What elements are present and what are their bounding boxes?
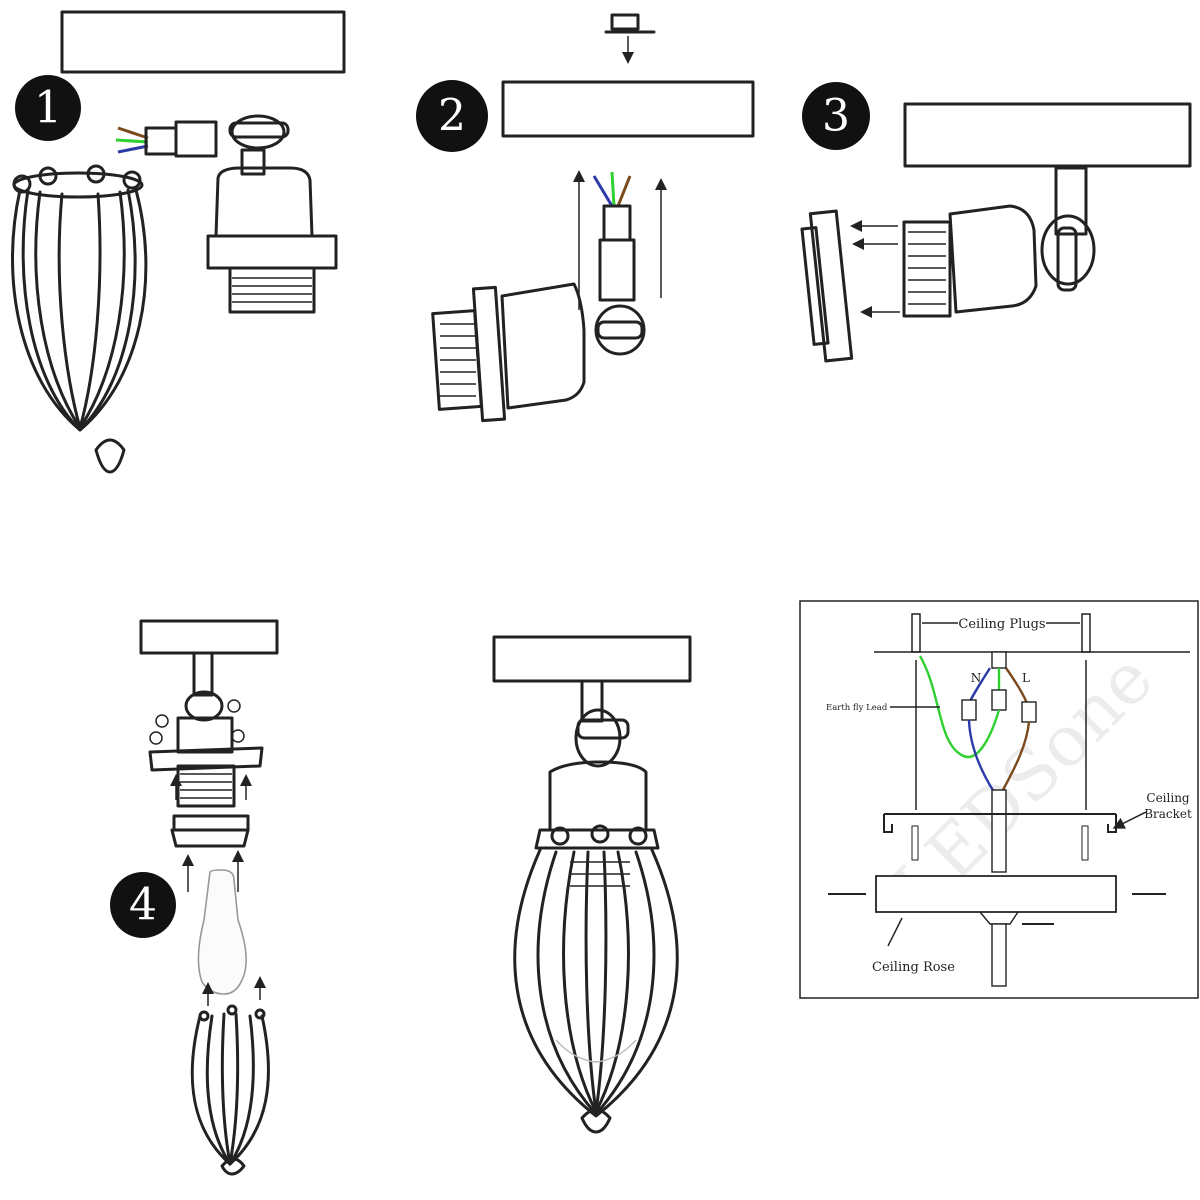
step-4-number: 4	[129, 880, 157, 931]
step-1-number: 1	[34, 83, 62, 134]
ceiling-plug-icon	[1081, 613, 1091, 653]
step-2-number: 2	[438, 91, 466, 142]
bulb-icon	[197, 869, 247, 995]
step-1-panel: 1	[11, 10, 346, 474]
fixing-icon	[610, 13, 640, 31]
ceiling-plate	[60, 10, 346, 74]
screw-icon	[231, 729, 245, 743]
lamp-holder-icon	[800, 166, 1096, 363]
live-wire	[1000, 721, 1031, 793]
live-label: L	[1022, 671, 1030, 685]
ceiling-bracket-label-2: Bracket	[1144, 807, 1192, 821]
ceiling-plugs-label: Ceiling Plugs	[958, 617, 1045, 632]
neutral-wire	[967, 719, 996, 793]
earth-wire	[918, 655, 1001, 758]
flex-cable	[991, 789, 1007, 873]
lamp-holder-icon	[431, 204, 646, 423]
ceiling-plate	[501, 80, 755, 138]
step-2-panel: 2	[416, 13, 755, 423]
cage-ring-icon	[148, 746, 264, 772]
cage-icon	[190, 1004, 270, 1176]
step-3-panel: 3	[800, 82, 1192, 363]
shade-ring-icon	[172, 814, 250, 832]
step-4-badge	[110, 872, 176, 938]
screw-icon	[1081, 825, 1089, 861]
ceiling-rose	[875, 875, 1117, 987]
assembled-lamp	[492, 635, 692, 1134]
ceiling-plate	[492, 635, 692, 683]
terminal-icon	[991, 689, 1007, 711]
cage-icon	[513, 848, 679, 1134]
screw-icon	[911, 825, 919, 861]
wire-ends-icon	[592, 171, 632, 207]
screw-icon	[227, 699, 241, 713]
step-3-number: 3	[822, 91, 850, 142]
neutral-label: N	[971, 671, 982, 685]
wire-ends-icon	[115, 126, 149, 154]
step-4-panel: 4	[110, 619, 279, 1176]
ceiling-plate	[903, 102, 1192, 168]
step-3-badge	[802, 82, 870, 150]
ceiling-rose-label: Ceiling Rose	[872, 960, 955, 975]
lamp-holder-icon	[176, 716, 234, 754]
lamp-holder-icon	[548, 760, 648, 832]
terminal-icon	[1021, 701, 1037, 723]
ceiling-plate	[139, 619, 279, 655]
bulb-icon	[555, 1039, 637, 1063]
swivel-knob-icon	[184, 690, 224, 722]
ceiling-plug-icon	[911, 613, 921, 653]
screw-icon	[155, 714, 169, 728]
screw-icon	[149, 731, 163, 745]
ceiling-bracket-label-1: Ceiling	[1146, 791, 1190, 805]
wiring-diagram: LEDSone Ceiling Plugs N L Earth fly Lead…	[799, 600, 1199, 999]
lamp-holder-icon	[144, 114, 338, 314]
cage-icon	[11, 164, 148, 474]
step-1-badge	[15, 75, 81, 141]
earth-fly-lead-label: Earth fly Lead	[826, 703, 888, 713]
step-2-badge	[416, 80, 488, 152]
terminal-icon	[961, 699, 977, 721]
